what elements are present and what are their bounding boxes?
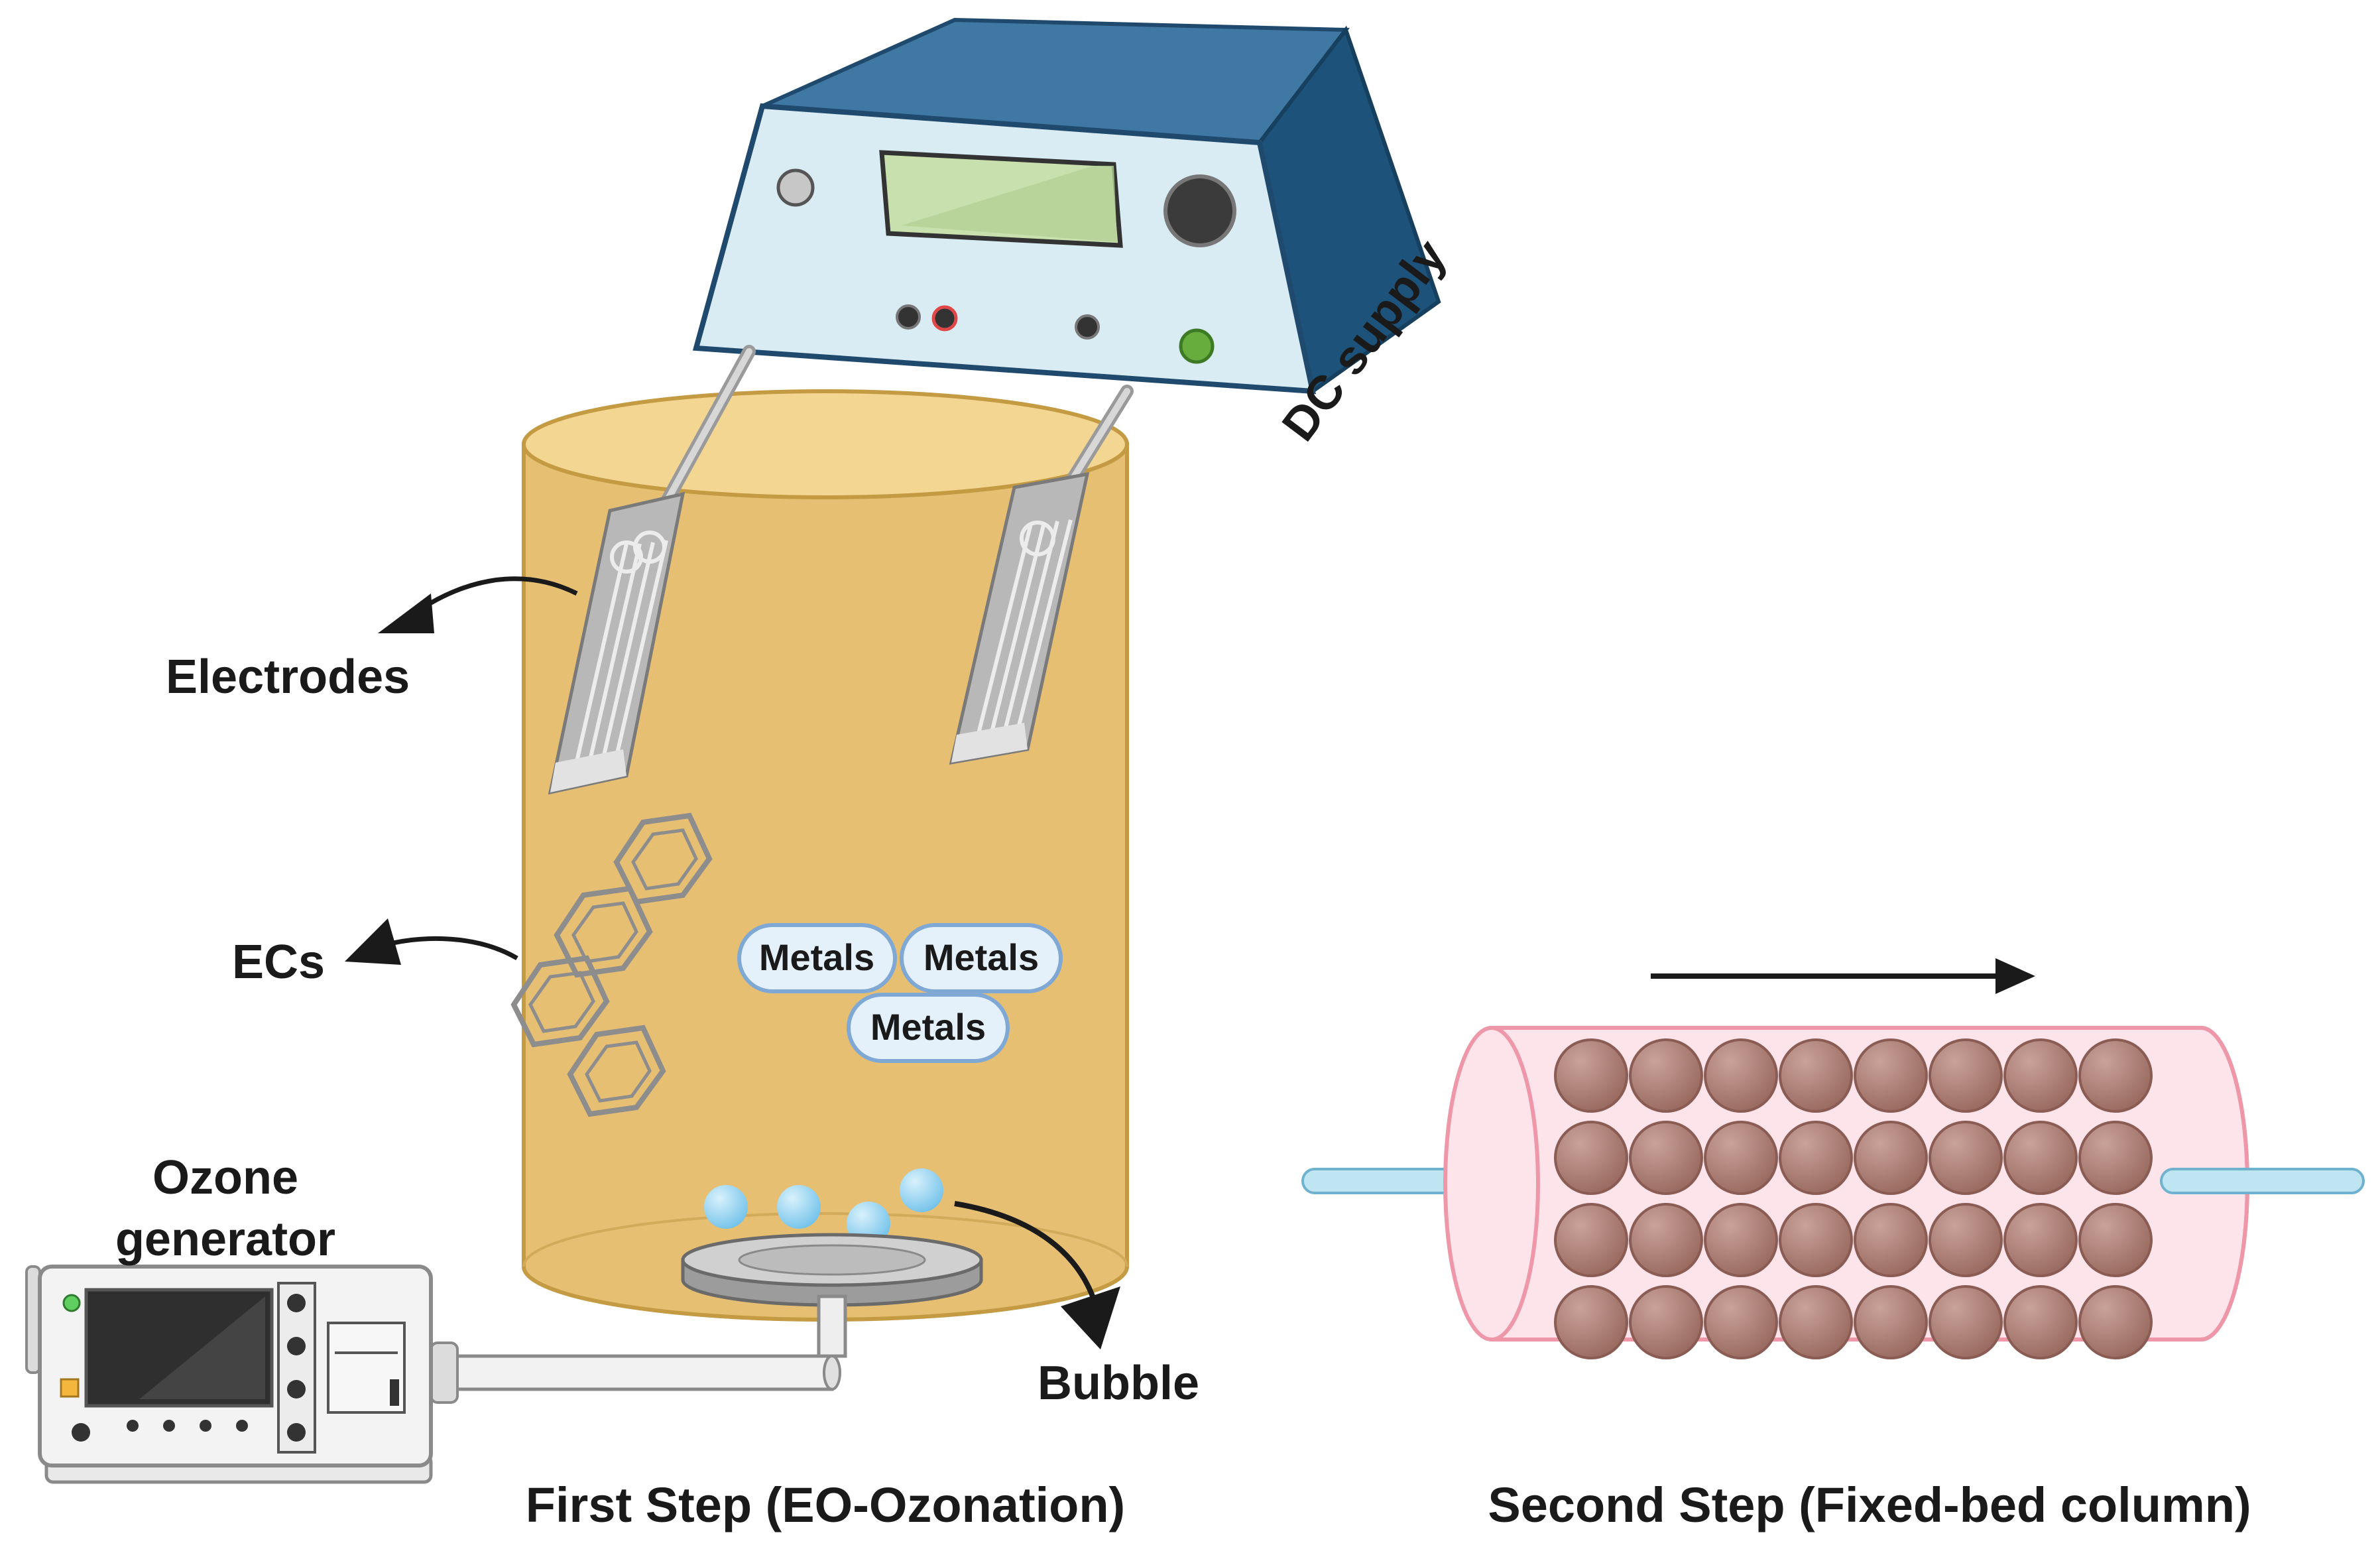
packed-bead bbox=[1929, 1203, 2003, 1277]
packed-bead bbox=[1854, 1285, 1928, 1359]
packed-bead bbox=[1629, 1121, 1703, 1195]
diffuser-icon bbox=[681, 1233, 983, 1358]
benzene-ring-icon bbox=[510, 812, 713, 1117]
packed-bead bbox=[1554, 1121, 1628, 1195]
flow-arrow-icon bbox=[1651, 958, 2035, 994]
packed-bead bbox=[1554, 1203, 1628, 1277]
packed-bead bbox=[1704, 1203, 1778, 1277]
packed-bead bbox=[2078, 1121, 2153, 1195]
packed-bead bbox=[1704, 1121, 1778, 1195]
electrodes-label: Electrodes bbox=[166, 651, 410, 704]
power-supply-icon bbox=[692, 17, 1441, 395]
second-step-caption: Second Step (Fixed-bed column) bbox=[1488, 1477, 2251, 1532]
packed-bead-icon bbox=[1554, 1038, 2153, 1359]
svg-text:Metals: Metals bbox=[759, 936, 874, 978]
packed-bead bbox=[1929, 1038, 2003, 1113]
packed-bead bbox=[1929, 1285, 2003, 1359]
ozone-tube bbox=[449, 1354, 841, 1391]
metal-badge: Metals bbox=[847, 993, 1010, 1063]
packed-bead bbox=[1779, 1203, 1853, 1277]
packed-bead bbox=[2003, 1121, 2078, 1195]
packed-bead bbox=[1854, 1121, 1928, 1195]
bubble-arrow-icon bbox=[954, 1201, 1120, 1349]
packed-bead bbox=[1629, 1203, 1703, 1277]
packed-bead bbox=[1779, 1121, 1853, 1195]
ozone-generator-label-line2: generator bbox=[115, 1213, 335, 1266]
packed-bead bbox=[2003, 1285, 2078, 1359]
packed-bead bbox=[1929, 1121, 2003, 1195]
metal-badge: Metals bbox=[737, 923, 897, 993]
ecs-label: ECs bbox=[232, 936, 325, 989]
packed-bead bbox=[1779, 1038, 1853, 1113]
electrode-icon bbox=[548, 491, 685, 795]
packed-bead bbox=[1704, 1285, 1778, 1359]
packed-bead bbox=[1629, 1038, 1703, 1113]
packed-bead bbox=[1629, 1285, 1703, 1359]
packed-bead bbox=[2003, 1203, 2078, 1277]
ecs-arrow-icon bbox=[345, 918, 518, 965]
packed-bead bbox=[1554, 1285, 1628, 1359]
ozone-generator-label-line1: Ozone bbox=[152, 1151, 298, 1204]
svg-text:Metals: Metals bbox=[870, 1006, 986, 1048]
packed-bead bbox=[2078, 1203, 2153, 1277]
electrodes-arrow-icon bbox=[378, 576, 578, 633]
packed-bead bbox=[2078, 1038, 2153, 1113]
packed-bead bbox=[1554, 1038, 1628, 1113]
outlet-tube bbox=[2160, 1168, 2365, 1194]
bubble-label: Bubble bbox=[1038, 1357, 1199, 1410]
ozone-generator-icon bbox=[25, 1265, 459, 1484]
packed-bead bbox=[1779, 1285, 1853, 1359]
packed-bead bbox=[2078, 1285, 2153, 1359]
metal-badge: Metals bbox=[900, 923, 1063, 993]
packed-bead bbox=[1854, 1203, 1928, 1277]
packed-bead bbox=[1854, 1038, 1928, 1113]
first-step-caption: First Step (EO-Ozonation) bbox=[526, 1477, 1125, 1532]
packed-column bbox=[1443, 1026, 2249, 1359]
svg-text:Metals: Metals bbox=[923, 936, 1039, 978]
packed-bead bbox=[1704, 1038, 1778, 1113]
electrode-icon bbox=[949, 471, 1090, 765]
packed-bead bbox=[2003, 1038, 2078, 1113]
